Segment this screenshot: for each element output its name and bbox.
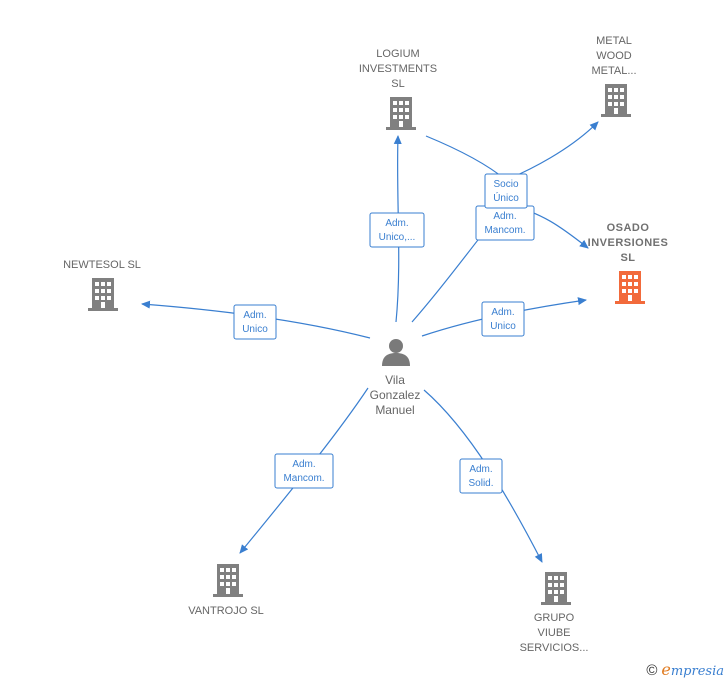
edge-label-line: Socio xyxy=(493,179,518,190)
copyright-symbol: © xyxy=(646,662,658,679)
edge-label-newtesol[interactable]: Adm. Unico xyxy=(233,304,277,340)
person-label-line: Manuel xyxy=(375,403,414,417)
company-label-line: INVERSIONES xyxy=(588,237,669,249)
edge-label-socio[interactable]: Socio Único xyxy=(484,173,528,209)
company-label-line: WOOD xyxy=(596,50,631,62)
company-label-line: SL xyxy=(391,78,404,90)
company-label-line: METAL xyxy=(596,35,632,47)
building-icon xyxy=(601,84,631,117)
edge-label-line: Unico,... xyxy=(379,232,416,243)
person-icon xyxy=(382,339,410,366)
edge-label-line: Mancom. xyxy=(484,225,525,236)
building-icon xyxy=(541,572,571,605)
person-label-line: Gonzalez xyxy=(370,388,421,402)
company-label-line: VIUBE xyxy=(537,627,570,639)
edge-label-line: Unico xyxy=(490,321,516,332)
edge-label-mancom-top[interactable]: Adm. Mancom. xyxy=(475,205,535,241)
company-label-line: INVESTMENTS xyxy=(359,63,437,75)
person-node[interactable]: Vila Gonzalez Manuel xyxy=(370,339,421,417)
edge-socio xyxy=(425,121,599,181)
building-icon xyxy=(88,278,118,311)
edge-label-line: Solid. xyxy=(468,478,493,489)
building-icon xyxy=(213,564,243,597)
company-node-grupo-viube[interactable]: GRUPO VIUBE SERVICIOS... xyxy=(520,572,589,654)
company-node-metal-wood[interactable]: METAL WOOD METAL... xyxy=(591,35,637,117)
company-node-newtesol[interactable]: NEWTESOL SL xyxy=(63,259,141,311)
brand-initial: e xyxy=(661,660,671,679)
building-icon xyxy=(615,271,645,304)
edges xyxy=(141,121,599,563)
edge-label-line: Adm. xyxy=(491,307,514,318)
edge-label-line: Adm. xyxy=(385,218,408,229)
edge-label-logium[interactable]: Adm. Unico,... xyxy=(369,212,425,248)
company-label-line: GRUPO xyxy=(534,612,575,624)
person-label-line: Vila xyxy=(385,373,405,387)
edge-label-vantrojo[interactable]: Adm. Mancom. xyxy=(274,453,334,489)
company-label-line: NEWTESOL SL xyxy=(63,259,141,271)
edge-label-line: Único xyxy=(493,191,519,204)
company-label-line: LOGIUM xyxy=(376,48,419,60)
edge-label-grupo[interactable]: Adm. Solid. xyxy=(459,458,503,494)
company-node-vantrojo[interactable]: VANTROJO SL xyxy=(188,564,264,617)
footer-brand: ©empresia xyxy=(646,660,724,679)
edge-label-line: Unico xyxy=(242,324,268,335)
edge-label-osado[interactable]: Adm. Unico xyxy=(481,301,525,337)
company-label-line: SERVICIOS... xyxy=(520,642,589,654)
company-label-line: METAL... xyxy=(591,65,636,77)
company-node-osado[interactable]: OSADO INVERSIONES SL xyxy=(588,222,669,304)
company-label-line: VANTROJO SL xyxy=(188,605,264,617)
edge-label-line: Adm. xyxy=(292,459,315,470)
edge-label-line: Adm. xyxy=(243,310,266,321)
company-label-line: OSADO xyxy=(607,222,650,234)
brand-logo[interactable]: empresia xyxy=(661,660,724,679)
edge-label-line: Adm. xyxy=(469,464,492,475)
company-node-logium[interactable]: LOGIUM INVESTMENTS SL xyxy=(359,48,437,130)
company-label-line: SL xyxy=(620,252,635,264)
building-icon xyxy=(386,97,416,130)
edge-label-line: Adm. xyxy=(493,211,516,222)
brand-name: mpresia xyxy=(670,664,724,679)
edge-label-line: Mancom. xyxy=(283,473,324,484)
